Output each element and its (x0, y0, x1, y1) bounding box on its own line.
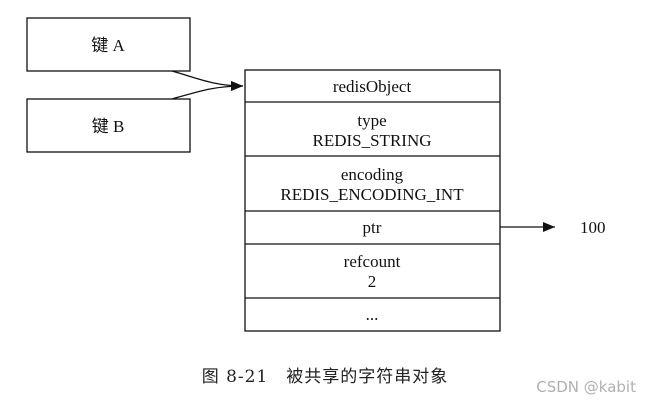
key-b-label: 键 B (92, 117, 125, 136)
key-a-label: 键 A (91, 36, 125, 55)
key-b-arrow (171, 81, 244, 100)
watermark: CSDN @kabit (536, 378, 636, 396)
refcount-field-label: refcount (344, 252, 401, 271)
key-a-arrow (171, 70, 244, 91)
figure-title: 被共享的字符串对象 (286, 367, 449, 387)
ellipsis-field: ... (366, 305, 379, 324)
key-b-node: 键 B (26, 98, 191, 153)
type-field-label: type (357, 111, 386, 130)
type-field-value: REDIS_STRING (312, 131, 431, 150)
redis-object-header: redisObject (333, 77, 412, 96)
key-b-box (26, 98, 191, 153)
redis-object-frame (244, 69, 501, 332)
redis-object-struct: redisObject type REDIS_STRING encoding R… (244, 69, 501, 332)
figure-caption: 图 8-21 被共享的字符串对象 (0, 362, 650, 387)
encoding-field-value: REDIS_ENCODING_INT (280, 185, 464, 204)
figure-number: 图 8-21 (201, 367, 269, 387)
ptr-field-label: ptr (363, 218, 382, 237)
encoding-field-label: encoding (341, 165, 404, 184)
key-a-box (26, 17, 191, 72)
key-a-node: 键 A (26, 17, 191, 72)
ptr-target-value: 100 (580, 218, 606, 237)
refcount-field-value: 2 (368, 272, 377, 291)
